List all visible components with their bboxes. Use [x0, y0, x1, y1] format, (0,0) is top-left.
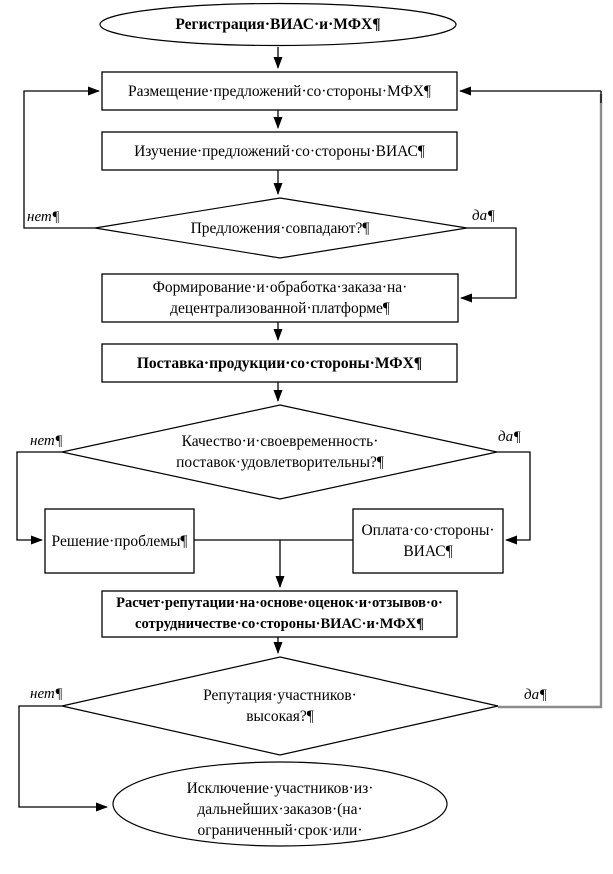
form-order-label: Формирование·и·обработка·заказа·на· деце…: [152, 279, 408, 317]
no-branch-3-line: [18, 705, 108, 812]
delivery-box: [101, 343, 458, 383]
reputation-diamond: [61, 656, 499, 756]
yes-branch-1-line: [460, 227, 517, 303]
offers-match-diamond: [94, 197, 468, 259]
place-offers-label: Размещение·предложений·со·стороны·МФХ¶: [127, 82, 432, 100]
start-label: Регистрация·ВИАС·и·МФХ¶: [175, 16, 381, 33]
reputation-calc-label: Расчет·репутации·на·основе·оценок·и·отзы…: [116, 595, 443, 632]
reputation-label: Репутация·участников· высокая?¶: [203, 687, 357, 725]
yes-label-2: да¶: [498, 429, 521, 445]
yes-label-3: да¶: [524, 687, 547, 703]
payment-label: Оплата·со·стороны· ВИАС¶: [361, 522, 495, 560]
solve-problem-box: [44, 508, 195, 574]
no-label-1: нет¶: [27, 209, 60, 225]
place-offers-box: [101, 71, 458, 111]
exclusion-label: Исключение·участников·из· дальнейших·зак…: [186, 780, 374, 839]
form-order-box: [101, 273, 459, 323]
delivery-label: Поставка·продукции·со·стороны·МФХ¶: [136, 354, 423, 372]
no-label-3: нет¶: [30, 686, 63, 702]
exclusion-ellipse: [112, 761, 448, 847]
study-offers-box: [101, 131, 458, 171]
yes-branch-2-line: [497, 451, 531, 545]
reputation-calc-box: [101, 590, 458, 638]
quality-diamond: [61, 404, 498, 500]
no-branch-2-line: [16, 451, 62, 545]
study-offers-label: Изучение·предложений·со·стороны·ВИАС¶: [134, 142, 425, 160]
no-label-2: нет¶: [30, 433, 63, 449]
offers-match-label: Предложения·совпадают?¶: [190, 219, 370, 237]
solve-problem-label: Решение·проблемы¶: [51, 532, 188, 550]
payment-box: [352, 508, 504, 574]
yes-return-line: [498, 94, 603, 709]
yes-label-1: да¶: [472, 208, 495, 224]
no-branch-1-line: [23, 86, 100, 229]
quality-label: Качество·и·своевременность· поставок·удо…: [176, 433, 384, 471]
start-ellipse: [99, 2, 457, 47]
